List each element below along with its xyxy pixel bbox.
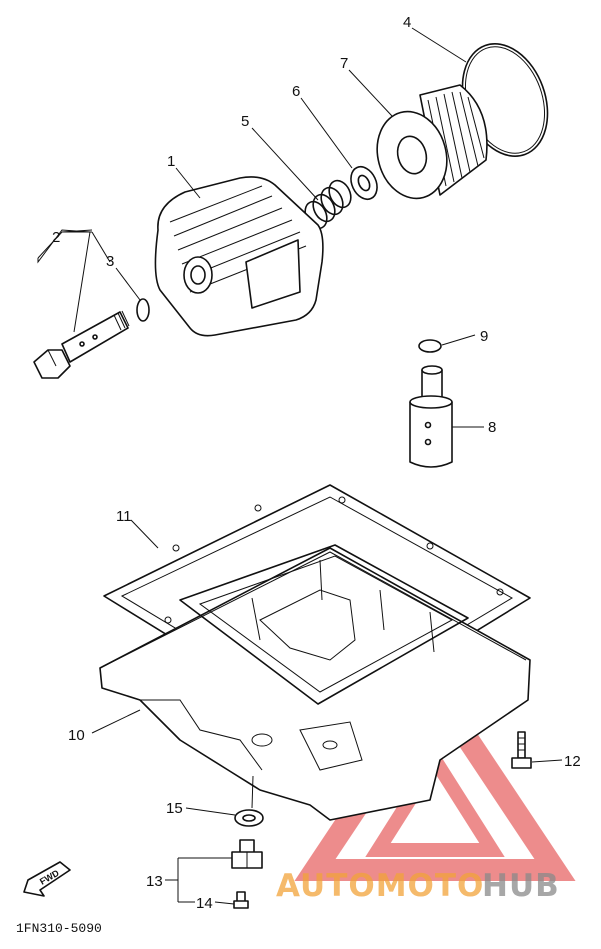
part-washer [350, 165, 378, 201]
forward-direction-arrow-icon: FWD [23, 861, 71, 897]
leader-lines [37, 27, 563, 905]
callout-1: 1 [167, 153, 175, 170]
watermark-left-text: AUTOMOTO [276, 868, 484, 904]
callout-9: 9 [480, 328, 488, 345]
part-oil-pan [99, 544, 531, 821]
part-oil-filter-element [376, 84, 488, 200]
part-drain-washer [234, 809, 264, 827]
callout-11: 11 [116, 508, 132, 525]
part-drain-bolt [231, 839, 263, 869]
callout-5: 5 [241, 113, 249, 130]
callout-12: 12 [564, 753, 581, 770]
part-relief-valve [409, 365, 453, 468]
callout-4: 4 [403, 14, 411, 31]
part-spring [304, 179, 352, 230]
callout-6: 6 [292, 83, 300, 100]
watermark-right-text: HUB [482, 868, 560, 904]
part-o-ring-small [136, 298, 150, 322]
part-code: 1FN310-5090 [16, 921, 102, 936]
callout-13: 13 [146, 873, 163, 890]
part-union-bolt [33, 310, 130, 379]
callout-2: 2 [52, 229, 60, 246]
callout-14: 14 [196, 895, 213, 912]
part-oil-filter-cover [154, 176, 324, 337]
callout-7: 7 [340, 55, 348, 72]
callout-3: 3 [106, 253, 114, 270]
callout-15: 15 [166, 800, 183, 817]
callout-numbers: 1 2 3 4 5 6 7 8 9 10 11 12 13 14 15 [52, 14, 581, 912]
part-small-screw [233, 891, 249, 909]
callout-10: 10 [68, 727, 85, 744]
part-o-ring-relief [418, 339, 442, 353]
part-bolt [511, 731, 532, 769]
callout-8: 8 [488, 419, 496, 436]
watermark-brand-text: AUTOMOTO HUB [276, 868, 560, 904]
